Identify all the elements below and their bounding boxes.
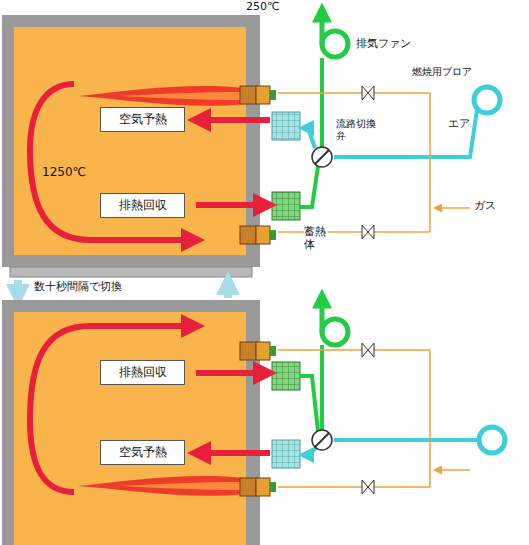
box-label: 空気予熱: [119, 112, 167, 126]
box-label: 排熱回収: [119, 198, 167, 212]
process-box: 空気予熱: [100, 440, 185, 465]
furnace-chamber: 1250℃ 空気予熱排熱回収: [14, 27, 246, 255]
process-box: 排熱回収: [100, 360, 185, 385]
box-label: 空気予熱: [119, 445, 167, 459]
process-box: 排熱回収: [100, 193, 185, 218]
fan-label: 排気ファン: [356, 38, 411, 51]
regenerator-label: 蓄熱体: [304, 226, 328, 251]
process-box: 空気予熱: [100, 107, 185, 132]
temperature-label: 250℃: [246, 1, 279, 14]
temperature-label: 1250℃: [42, 165, 86, 179]
blower-label: 燃焼用ブロア: [412, 66, 472, 78]
valve-label: 流路切換弁: [336, 118, 378, 141]
box-label: 排熱回収: [119, 365, 167, 379]
gas-label: ガス: [474, 200, 496, 213]
air-label: エア: [448, 118, 470, 131]
switch-note: 数十秒間隔で切換: [34, 281, 122, 294]
